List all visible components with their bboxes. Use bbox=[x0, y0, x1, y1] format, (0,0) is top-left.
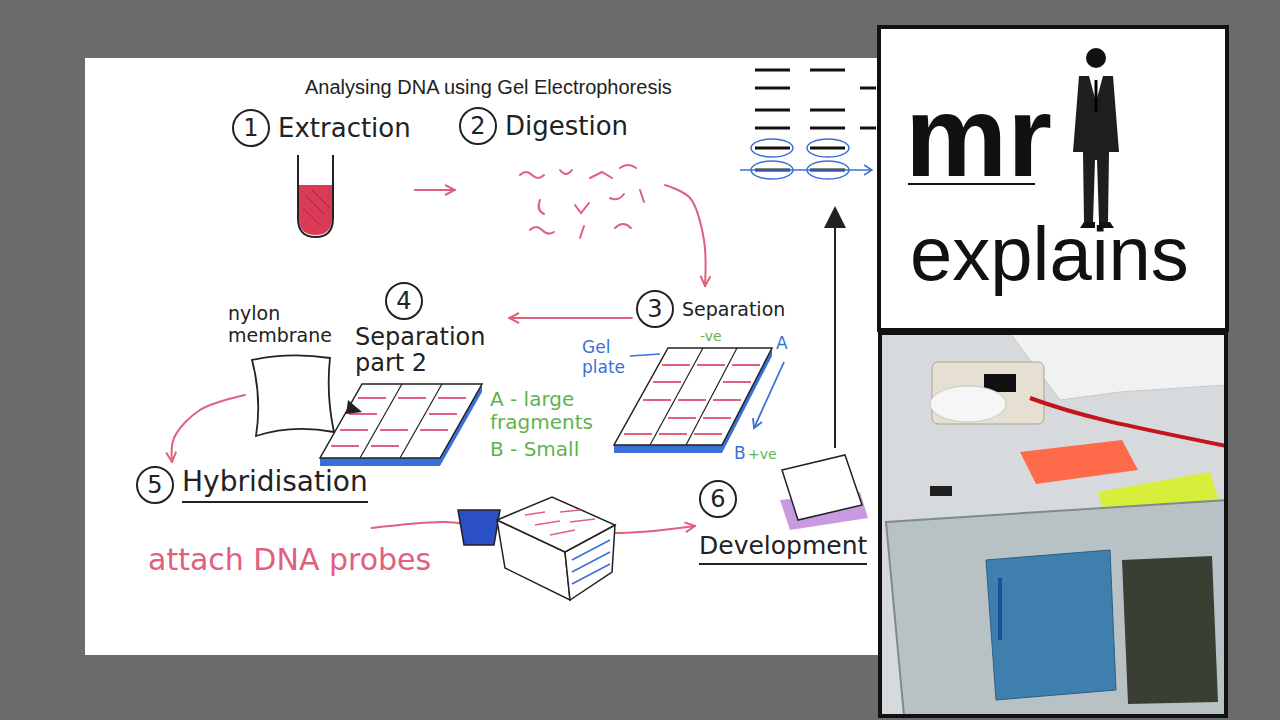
step-number: 1 bbox=[232, 109, 270, 147]
match-arrow bbox=[740, 169, 872, 171]
dna-bands bbox=[624, 365, 760, 434]
process-step: 5Hybridisation bbox=[132, 462, 372, 537]
logo-man-suit bbox=[1073, 76, 1119, 222]
result-arrow bbox=[834, 226, 836, 448]
tip-rack bbox=[1020, 440, 1138, 484]
step-number: 2 bbox=[459, 107, 497, 145]
nylon-membrane bbox=[252, 355, 334, 436]
step-label: Digestion bbox=[505, 112, 628, 141]
blue-gel bbox=[986, 550, 1116, 700]
gel-tank bbox=[886, 500, 1224, 714]
gel-plate bbox=[614, 348, 772, 445]
step-content: 4Separation part 2 bbox=[355, 282, 505, 377]
tank-display bbox=[930, 486, 952, 496]
annotation: -ve bbox=[700, 328, 722, 344]
step-number: 6 bbox=[699, 480, 737, 518]
transfer-arrowhead bbox=[346, 400, 362, 414]
photo-ground bbox=[882, 335, 1224, 714]
leader-line bbox=[630, 354, 660, 356]
flow-arrow bbox=[665, 185, 705, 286]
flow-arrow bbox=[509, 317, 632, 319]
step-content: 1 Extraction bbox=[232, 109, 411, 147]
tube-hatch bbox=[303, 190, 330, 225]
step-label: Development bbox=[699, 532, 867, 565]
process-step: 3 Separation bbox=[632, 286, 789, 332]
membrane-sheet bbox=[782, 455, 862, 520]
logo-panel bbox=[879, 27, 1227, 330]
gel-lanes bbox=[650, 348, 737, 445]
gel-plate bbox=[320, 384, 482, 458]
step-number: 3 bbox=[636, 290, 674, 328]
tank-shadow bbox=[1122, 556, 1218, 704]
annotation: Gel plate bbox=[582, 338, 640, 377]
logo-text: mr bbox=[905, 79, 1052, 194]
gel-plate-edge bbox=[614, 445, 722, 453]
annotation: nylon membrane bbox=[228, 303, 350, 347]
migration-arrowhead bbox=[753, 418, 762, 428]
flow-arrow bbox=[172, 395, 245, 462]
band-highlight bbox=[807, 139, 849, 157]
logo-man-head bbox=[1086, 48, 1106, 68]
tube-blood bbox=[299, 185, 332, 235]
band-highlight bbox=[751, 139, 793, 157]
result-bands bbox=[755, 70, 876, 170]
step-content: 6Development bbox=[699, 480, 871, 565]
annotation: +ve bbox=[748, 446, 777, 462]
step-content: 2 Digestion bbox=[459, 107, 661, 145]
step-label: Separation bbox=[682, 299, 785, 320]
annotation: A - large fragments bbox=[490, 388, 618, 434]
annotation: A bbox=[776, 334, 788, 354]
annotation: B - Small bbox=[490, 438, 579, 461]
whiteboard bbox=[85, 58, 885, 655]
process-step: 1 Extraction bbox=[228, 105, 415, 240]
gloved-hand bbox=[930, 386, 1006, 422]
step-label: Separation part 2 bbox=[355, 324, 505, 377]
flow-arrow bbox=[415, 189, 455, 191]
diagram-title: Analysing DNA using Gel Electrophoresis bbox=[305, 76, 672, 99]
annotation: attach DNA probes bbox=[148, 543, 431, 578]
tray-bands bbox=[525, 510, 595, 535]
logo-text: explains bbox=[910, 216, 1189, 292]
logo-man-tie bbox=[1095, 80, 1098, 112]
step-label: Extraction bbox=[278, 114, 411, 143]
step-content: 5Hybridisation bbox=[136, 466, 368, 504]
process-step: 6Development bbox=[695, 476, 875, 576]
step-label: Hybridisation bbox=[182, 467, 368, 503]
process-step: 2 Digestion bbox=[455, 103, 665, 243]
dna-fragments bbox=[520, 165, 644, 238]
test-tube bbox=[298, 155, 333, 237]
annotation: B bbox=[734, 444, 746, 464]
migration-arrow bbox=[754, 362, 784, 428]
gel-plate-edge bbox=[320, 458, 440, 466]
step-content: 3 Separation bbox=[636, 290, 785, 328]
process-step: 4Separation part 2 bbox=[245, 278, 509, 470]
match-arrowhead bbox=[864, 165, 872, 175]
photo-frame bbox=[880, 333, 1226, 716]
red-cable bbox=[1030, 398, 1224, 446]
lab-photo bbox=[882, 335, 1224, 714]
tray-hatch bbox=[572, 540, 610, 584]
hybridisation-tray bbox=[497, 497, 615, 552]
step-number: 5 bbox=[136, 466, 174, 504]
step-number: 4 bbox=[385, 282, 423, 320]
dna-bands bbox=[331, 398, 466, 446]
gel-lane bbox=[998, 578, 1002, 640]
result-arrowhead bbox=[824, 206, 846, 228]
probe-dish bbox=[458, 510, 500, 545]
